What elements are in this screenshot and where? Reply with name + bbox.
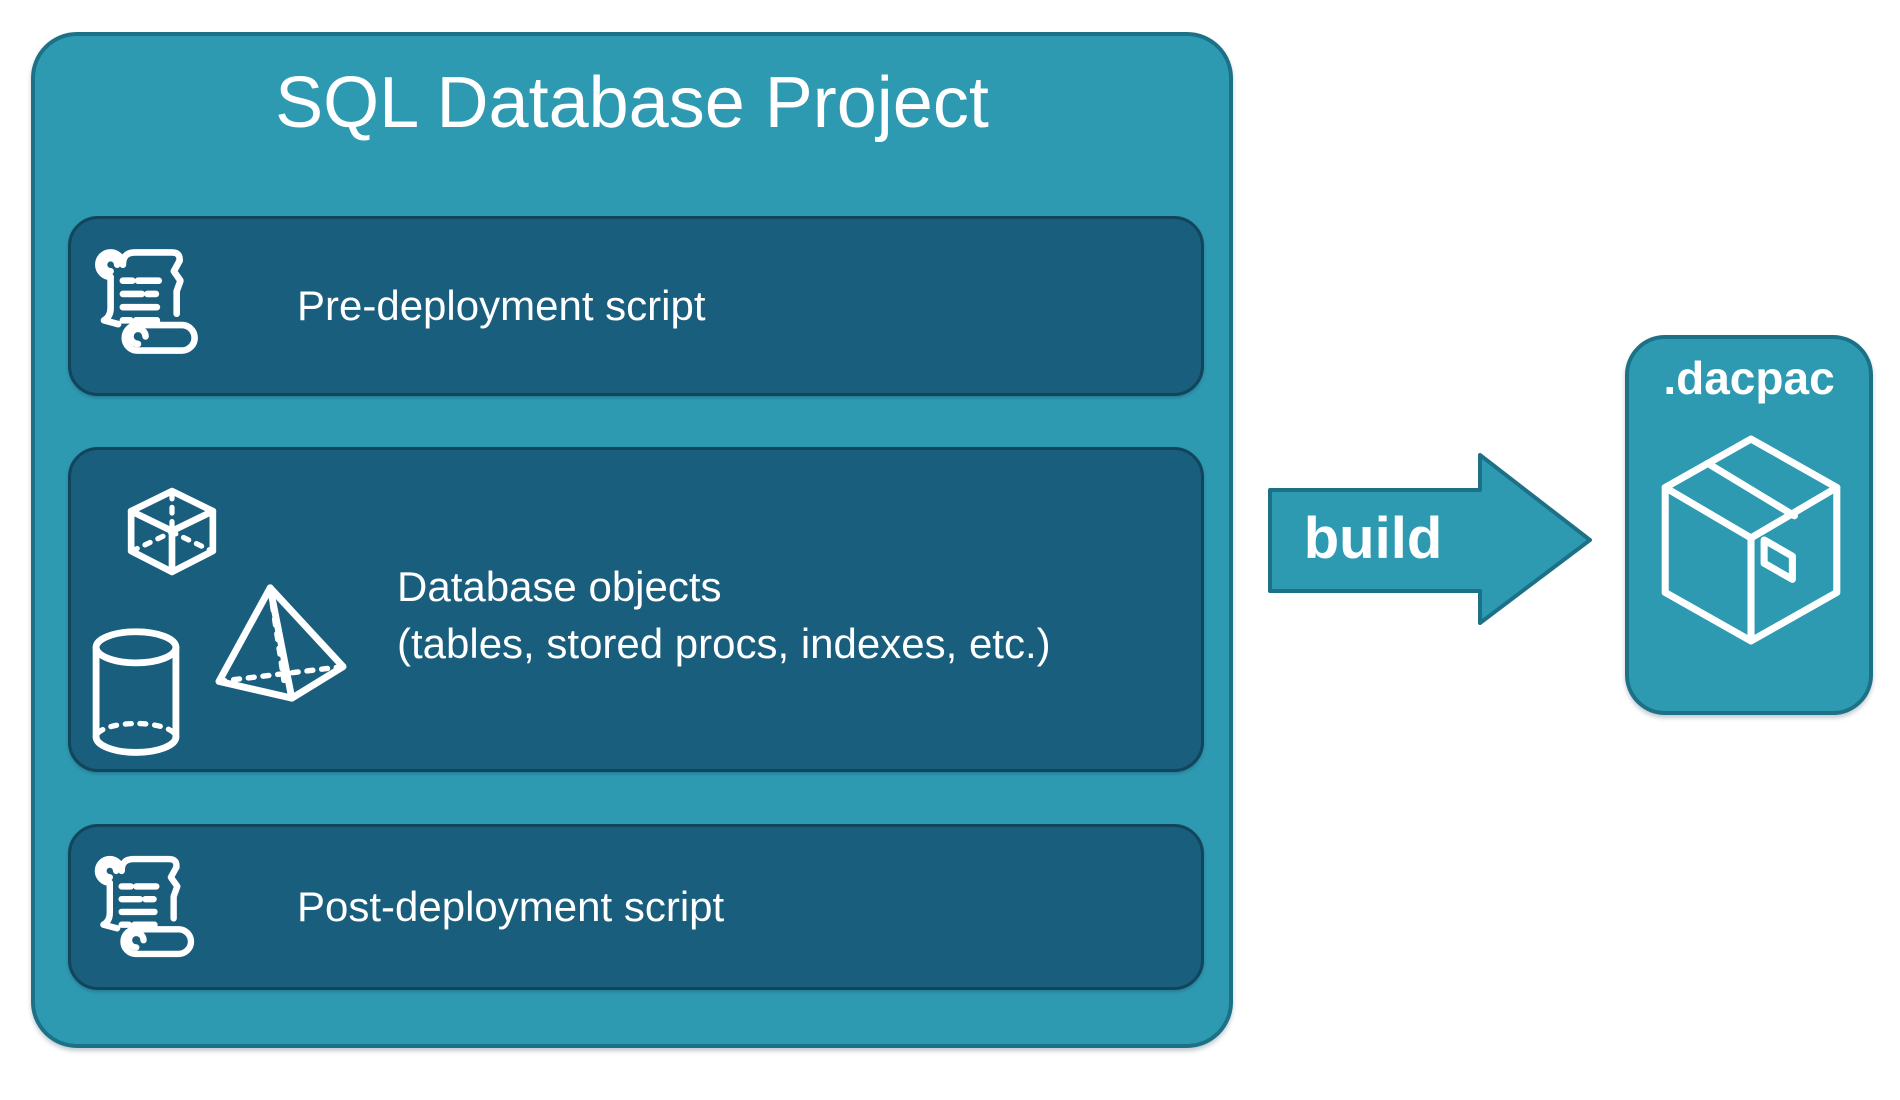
card-label-post-deployment: Post-deployment script xyxy=(297,883,725,930)
database-objects-line1: Database objects xyxy=(397,563,722,610)
sql-database-project-box: SQL Database Project xyxy=(31,32,1233,1048)
arrow-right-icon xyxy=(1268,453,1592,625)
dacpac-box: .dacpac xyxy=(1625,335,1873,715)
card-pre-deployment: Pre-deployment script xyxy=(68,216,1204,396)
project-title: SQL Database Project xyxy=(275,63,989,143)
build-arrow-label: build xyxy=(1303,506,1443,571)
pyramid-icon xyxy=(207,580,355,708)
cube-icon xyxy=(115,478,229,586)
cylinder-icon xyxy=(85,622,187,768)
card-label-pre-deployment: Pre-deployment script xyxy=(297,282,706,329)
card-post-deployment: Post-deployment script xyxy=(68,824,1204,990)
scroll-icon xyxy=(87,847,201,965)
scroll-icon xyxy=(87,241,205,361)
card-database-objects: Database objects (tables, stored procs, … xyxy=(68,447,1204,772)
database-objects-line2: (tables, stored procs, indexes, etc.) xyxy=(397,620,1051,667)
dacpac-label: .dacpac xyxy=(1663,352,1835,404)
package-icon xyxy=(1659,433,1843,649)
card-label-database-objects: Database objects (tables, stored procs, … xyxy=(397,558,1051,672)
